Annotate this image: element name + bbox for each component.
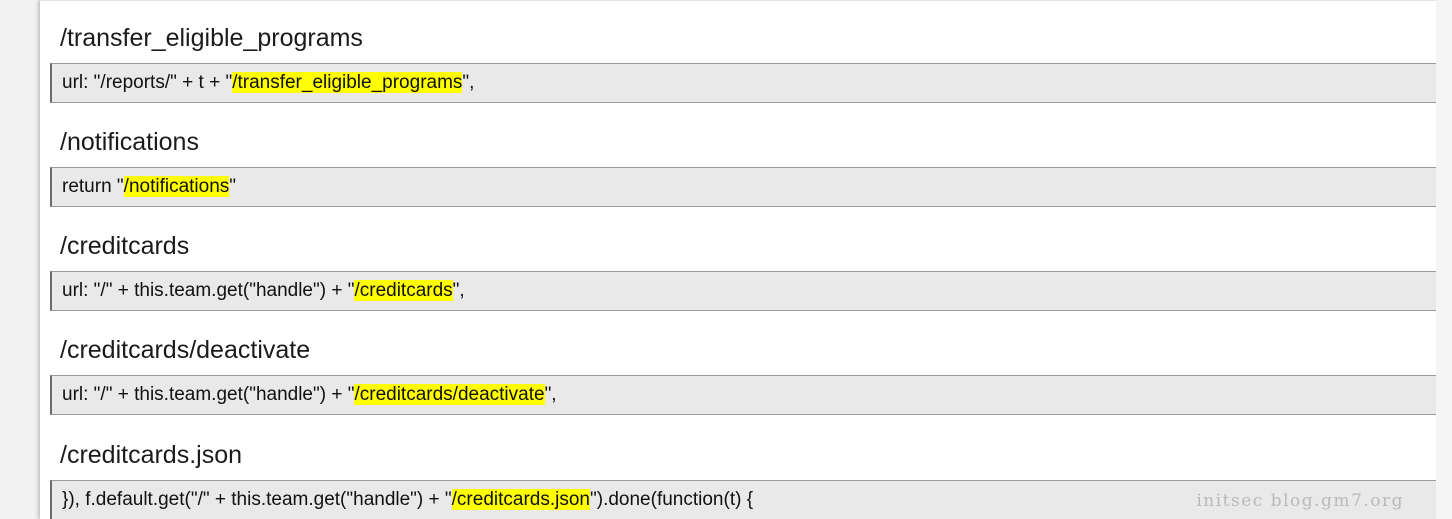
code-snippet: }), f.default.get("/" + this.team.get("h… (50, 480, 1436, 519)
highlighted-endpoint: /creditcards (354, 280, 453, 301)
endpoint-heading: /creditcards (60, 232, 190, 260)
code-snippet: url: "/reports/" + t + "/transfer_eligib… (50, 63, 1436, 103)
endpoint-heading: /notifications (60, 128, 199, 156)
code-snippet: url: "/" + this.team.get("handle") + "/c… (50, 375, 1436, 415)
endpoint-heading: /creditcards.json (60, 441, 243, 469)
code-text: ", (544, 384, 557, 405)
code-text: ", (462, 72, 475, 93)
endpoint-heading: /transfer_eligible_programs (60, 24, 363, 52)
watermark-text: initsec blog.gm7.org (1196, 491, 1404, 511)
panel-right-edge (1436, 0, 1452, 519)
code-text: ").done(function(t) { (590, 489, 754, 510)
endpoint-heading: /creditcards/deactivate (60, 336, 311, 364)
code-text: ", (452, 280, 465, 301)
code-text: url: "/reports/" + t + " (62, 72, 233, 93)
code-snippet: url: "/" + this.team.get("handle") + "/c… (50, 271, 1436, 311)
code-text: return " (62, 176, 124, 197)
code-text: " (229, 176, 237, 197)
code-text: url: "/" + this.team.get("handle") + " (62, 384, 355, 405)
code-text: }), f.default.get("/" + this.team.get("h… (62, 489, 452, 510)
code-text: url: "/" + this.team.get("handle") + " (62, 280, 355, 301)
highlighted-endpoint: /transfer_eligible_programs (232, 72, 463, 93)
highlighted-endpoint: /creditcards/deactivate (354, 384, 545, 405)
highlighted-endpoint: /creditcards.json (451, 489, 590, 510)
highlighted-endpoint: /notifications (123, 176, 230, 197)
code-snippet: return "/notifications" (50, 167, 1436, 207)
